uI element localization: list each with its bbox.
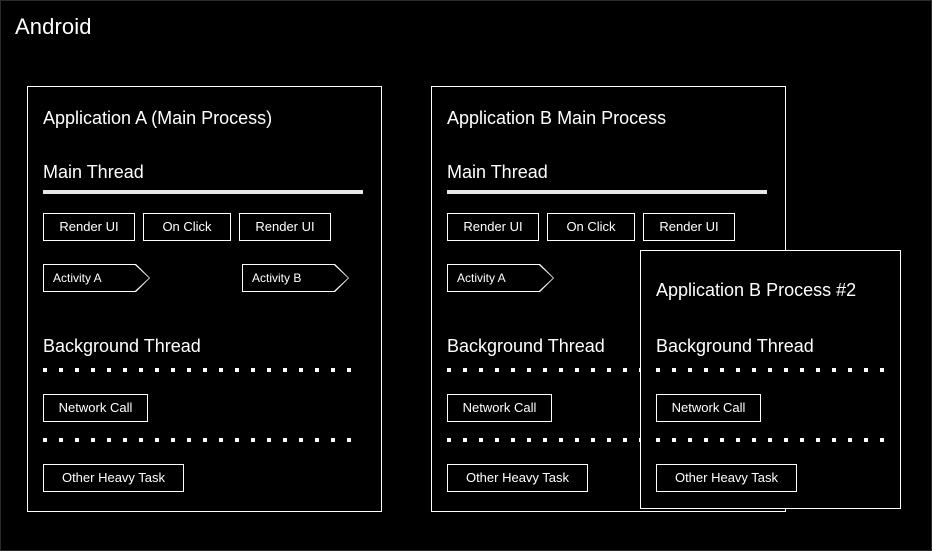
thread-dots-background-1-app-b2 [656, 368, 884, 372]
thread-bar-main-app-a [43, 190, 363, 194]
chevron-right-icon [243, 265, 348, 291]
thread-label-main-app-a: Main Thread [43, 162, 144, 182]
task-box-render-ui-2-app-a[interactable]: Render UI [239, 213, 331, 241]
thread-dots-background-1-app-a [43, 368, 363, 372]
diagram-title: Android [15, 14, 92, 39]
task-box-other-heavy-task-app-b2[interactable]: Other Heavy Task [656, 464, 797, 492]
activity-chip-label: Activity A [53, 270, 102, 285]
task-box-other-heavy-task-app-b[interactable]: Other Heavy Task [447, 464, 588, 492]
task-box-on-click-app-b[interactable]: On Click [547, 213, 635, 241]
task-box-render-ui-2-app-b[interactable]: Render UI [643, 213, 735, 241]
thread-label-background-app-b2: Background Thread [656, 336, 814, 356]
thread-dots-background-1-app-b [447, 368, 767, 372]
task-box-network-call-app-b2[interactable]: Network Call [656, 394, 761, 422]
panel-title-app-b2: Application B Process #2 [656, 280, 857, 300]
task-box-other-heavy-task-app-a[interactable]: Other Heavy Task [43, 464, 184, 492]
thread-dots-background-2-app-b2 [656, 438, 884, 442]
task-box-network-call-app-b[interactable]: Network Call [447, 394, 552, 422]
thread-bar-main-app-b [447, 190, 767, 194]
process-panel-app-a: Application A (Main Process) Main Thread… [27, 86, 382, 512]
task-box-on-click-app-a[interactable]: On Click [143, 213, 231, 241]
chevron-right-icon [44, 265, 149, 291]
thread-dots-background-2-app-a [43, 438, 363, 442]
activity-chip-label: Activity A [457, 270, 506, 285]
chevron-right-icon [448, 265, 553, 291]
activity-chip-activity-a-app-b[interactable]: Activity A [447, 264, 554, 292]
activity-chip-activity-a-app-a[interactable]: Activity A [43, 264, 150, 292]
thread-label-background-app-a: Background Thread [43, 336, 201, 356]
task-box-network-call-app-a[interactable]: Network Call [43, 394, 148, 422]
process-panel-app-b2: Application B Process #2 Background Thre… [640, 250, 901, 509]
task-box-render-ui-1-app-b[interactable]: Render UI [447, 213, 539, 241]
activity-chip-activity-b-app-a[interactable]: Activity B [242, 264, 349, 292]
panel-title-app-b: Application B Main Process [447, 108, 667, 128]
activity-chip-label: Activity B [252, 270, 302, 285]
task-box-render-ui-1-app-a[interactable]: Render UI [43, 213, 135, 241]
thread-label-background-app-b: Background Thread [447, 336, 605, 356]
panel-title-app-a: Application A (Main Process) [43, 108, 273, 128]
thread-dots-background-2-app-b [447, 438, 767, 442]
thread-label-main-app-b: Main Thread [447, 162, 548, 182]
